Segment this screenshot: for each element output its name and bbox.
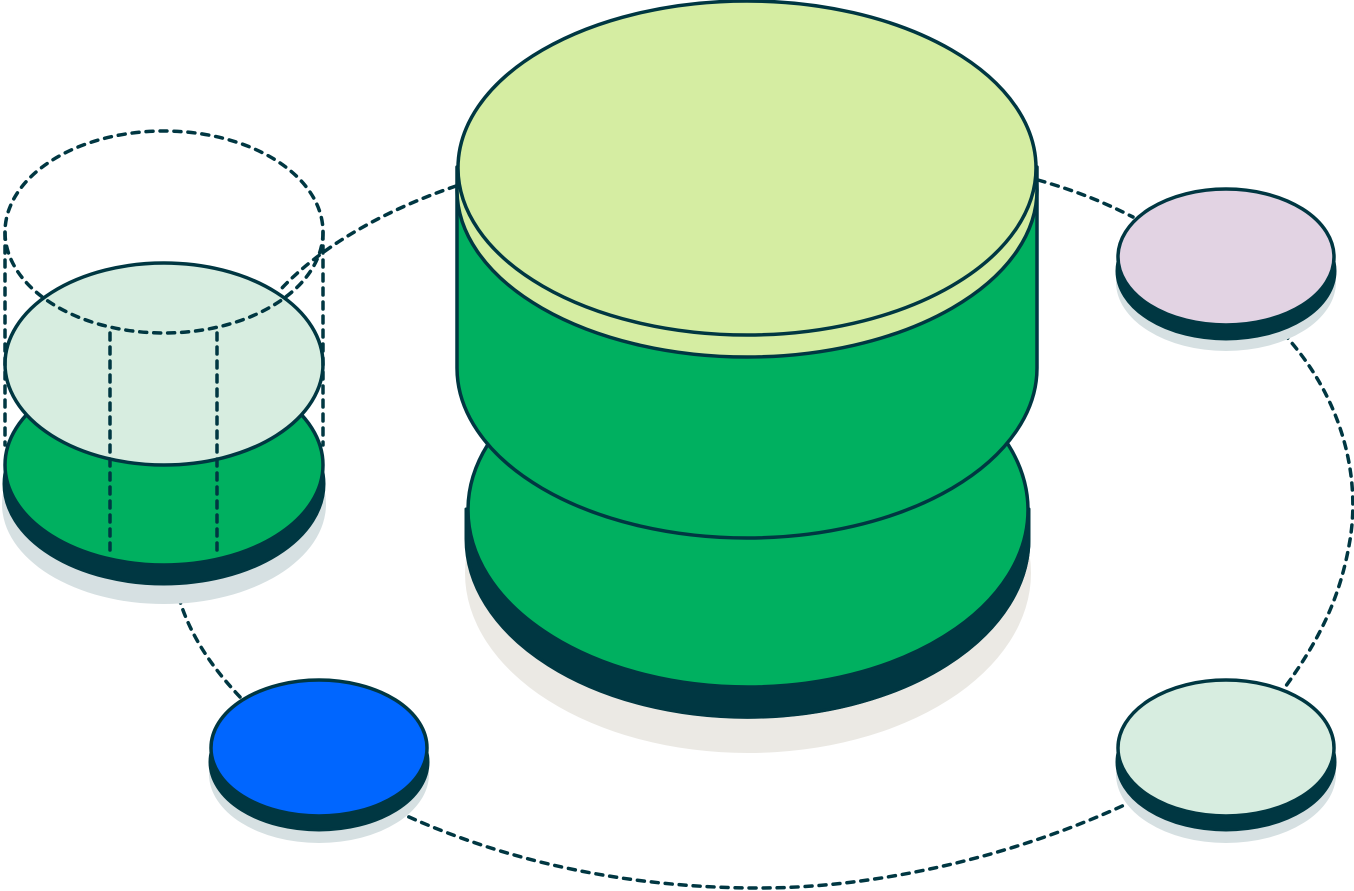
node-left-stack bbox=[2, 129, 326, 604]
connector-path bbox=[396, 798, 1137, 890]
central-database bbox=[455, 0, 1039, 753]
node-top-right bbox=[1115, 187, 1337, 351]
disc-face bbox=[209, 678, 429, 818]
disc-face bbox=[1116, 187, 1336, 327]
disc-face bbox=[1116, 678, 1336, 818]
cylinder-top-face bbox=[456, 0, 1038, 337]
node-bottom-right bbox=[1115, 678, 1337, 843]
ghost-cylinder bbox=[3, 129, 325, 558]
disc-mint-top bbox=[3, 261, 325, 467]
node-bottom-left bbox=[208, 678, 430, 843]
connector-path bbox=[280, 184, 458, 290]
connector-path bbox=[174, 585, 242, 699]
connector-path bbox=[1281, 331, 1354, 692]
connector-path bbox=[1036, 178, 1135, 219]
